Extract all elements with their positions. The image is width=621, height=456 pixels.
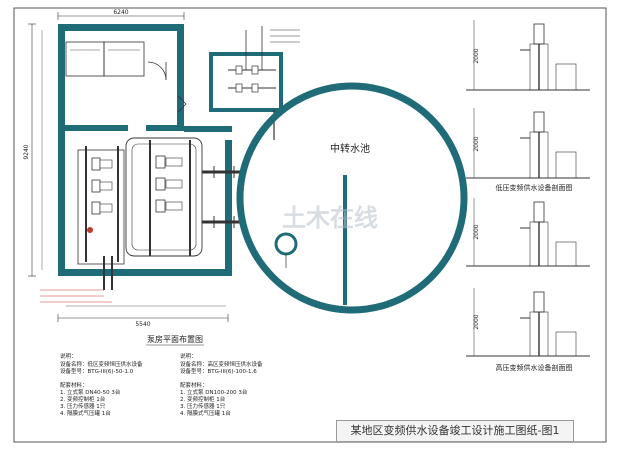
elev-low-title: 低压变频供水设备剖面图 <box>496 183 573 192</box>
valve-room <box>209 26 300 140</box>
notes-right-header: 说明： <box>180 352 197 360</box>
dim-top: 6240 <box>113 9 128 16</box>
control-room <box>65 41 105 77</box>
elevation-4 <box>466 288 590 357</box>
notes-left-line: 1. 立式泵 DN40-50 3台 <box>60 388 121 396</box>
image-caption: 某地区变频供水设备竣工设计施工图纸-图1 <box>336 420 574 442</box>
elev-high-title: 高压变频供水设备剖面图 <box>496 363 573 372</box>
watermark: 土木在线 <box>282 204 378 232</box>
notes-right-line: 1. 立式泵 DN100-200 3台 <box>180 388 248 396</box>
sheet-border <box>13 7 607 443</box>
notes-left-line: 2. 变频控制柜 1台 <box>60 395 106 403</box>
elev-1-dim: 2000 <box>473 48 480 63</box>
pool-label: 中转水池 <box>330 142 370 155</box>
dim-bottom: 5540 <box>135 321 150 328</box>
door-swing <box>147 61 167 81</box>
notes-right: 说明： 设备名称：高区变频恒压供水设备 设备型号：BTG-III(6)-100-… <box>180 352 263 417</box>
notes-right-line: 设备型号：BTG-III(6)-100-1.6 <box>180 367 257 375</box>
notes-right-line: 3. 压力传感器 1只 <box>180 402 226 410</box>
pump-skid-high <box>125 137 203 257</box>
suction-pipes <box>103 166 246 290</box>
notes-left-header: 说明： <box>60 352 77 360</box>
notes-right-line: 4. 隔膜式气压罐 1台 <box>180 409 231 417</box>
elev-2-dim: 2000 <box>473 136 480 151</box>
elevation-2 <box>466 108 590 179</box>
pump-room-walls <box>58 24 232 276</box>
notes-right-line: 配套材料： <box>180 381 208 389</box>
notes-left-line: 配套材料： <box>60 381 88 389</box>
elev-4-dim: 2000 <box>473 314 480 329</box>
pump-skid-low <box>77 146 125 265</box>
notes-left-line: 设备名称：低区变频恒压供水设备 <box>60 360 143 368</box>
transfer-pool <box>236 82 468 314</box>
pool-inlet <box>274 232 298 256</box>
elevation-3 <box>466 198 590 267</box>
elevation-1 <box>466 20 590 91</box>
notes-right-line: 2. 变频控制柜 1台 <box>180 395 226 403</box>
notes-left-line: 4. 隔膜式气压罐 1台 <box>60 409 111 417</box>
notes-right-line: 设备名称：高区变频恒压供水设备 <box>180 360 263 368</box>
dim-left: 9240 <box>23 144 30 159</box>
notes-left-line: 3. 压力传感器 1只 <box>60 402 106 410</box>
notes-left: 说明： 设备名称：低区变频恒压供水设备 设备型号：BTG-III(6)-50-1… <box>60 352 143 417</box>
leader-labels <box>40 289 112 303</box>
notes-left-line: 设备型号：BTG-III(6)-50-1.0 <box>60 367 134 375</box>
dimension-lines <box>28 12 229 322</box>
plan-title: 泵房平面布置图 <box>147 334 203 344</box>
elev-3-dim: 2000 <box>473 224 480 239</box>
